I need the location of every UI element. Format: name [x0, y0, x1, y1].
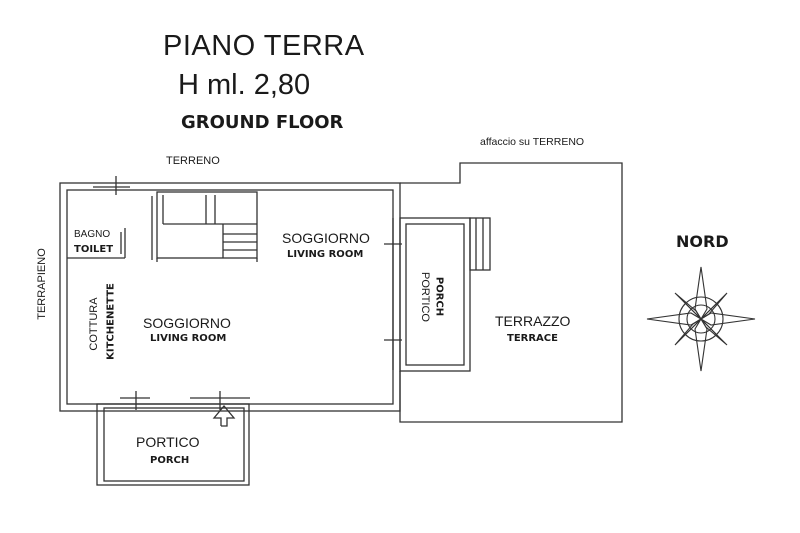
room-label-porch-front: PORCH: [150, 455, 190, 466]
stair-block: [156, 191, 258, 259]
room-label-bagno: BAGNO: [74, 229, 111, 240]
room-label-porch-side: PORCH: [433, 276, 445, 317]
terrace-outline: [399, 162, 623, 423]
room-label-soggiorno-main: SOGGIORNO: [143, 315, 231, 331]
plan-title: PIANO TERRA: [163, 30, 365, 62]
room-label-kitchenette: KITCHENETTE: [105, 283, 117, 360]
floor-height: H ml. 2,80: [178, 69, 311, 101]
room-label-living-main: LIVING ROOM: [150, 333, 227, 344]
compass-north-label: NORD: [676, 232, 729, 251]
compass-rose: [646, 266, 756, 372]
side-porch-inner: [405, 223, 465, 366]
room-label-terrazzo: TERRAZZO: [495, 313, 571, 329]
front-porch-inner: [103, 407, 245, 482]
front-porch: [96, 403, 250, 486]
plan-title-english: GROUND FLOOR: [181, 112, 344, 133]
terrace-steps: [469, 217, 491, 271]
entrance-arrow: [212, 404, 236, 427]
surrounding-top-right-label: affaccio su TERRENO: [480, 136, 585, 148]
room-label-portico-front: PORTICO: [136, 434, 200, 450]
side-porch: [399, 217, 471, 372]
room-label-terrace: TERRACE: [507, 333, 558, 344]
room-label-portico-side: PORTICO: [419, 272, 431, 322]
room-label-living-upper: LIVING ROOM: [287, 249, 364, 260]
surrounding-left-label: TERRAPIENO: [36, 248, 48, 320]
room-label-soggiorno-upper: SOGGIORNO: [282, 230, 370, 246]
room-label-cottura: COTTURA: [88, 297, 100, 351]
room-label-toilet: TOILET: [74, 244, 114, 255]
surrounding-top-label: TERRENO: [166, 155, 220, 167]
